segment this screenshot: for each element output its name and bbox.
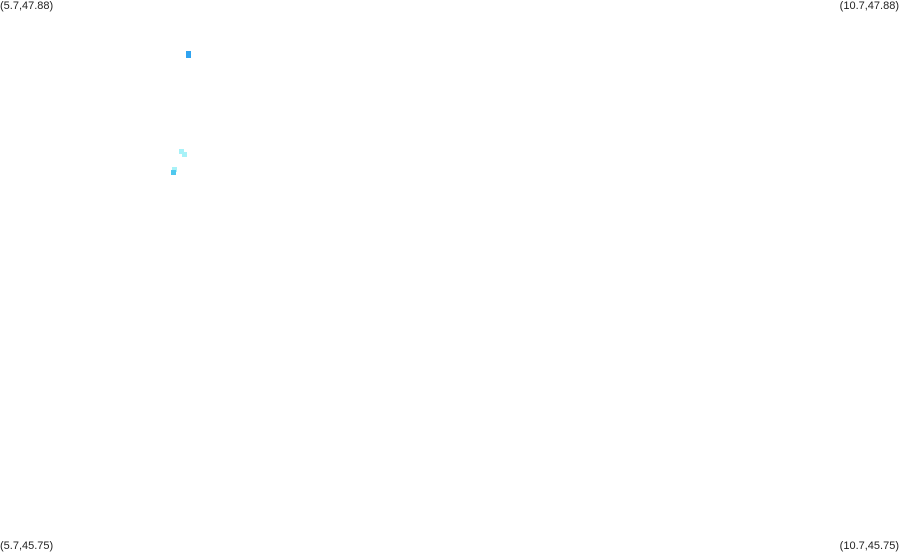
data-pixel bbox=[171, 170, 176, 175]
data-pixel bbox=[172, 167, 177, 172]
corner-label-bottom-right: (10.7,45.75) bbox=[839, 540, 899, 552]
corner-label-top-right: (10.7,47.88) bbox=[839, 0, 899, 12]
corner-label-bottom-left: (5.7,45.75) bbox=[0, 540, 54, 552]
data-pixel bbox=[182, 152, 187, 157]
data-pixel bbox=[179, 149, 184, 154]
data-pixel bbox=[186, 53, 191, 58]
corner-label-top-left: (5.7,47.88) bbox=[0, 0, 54, 12]
